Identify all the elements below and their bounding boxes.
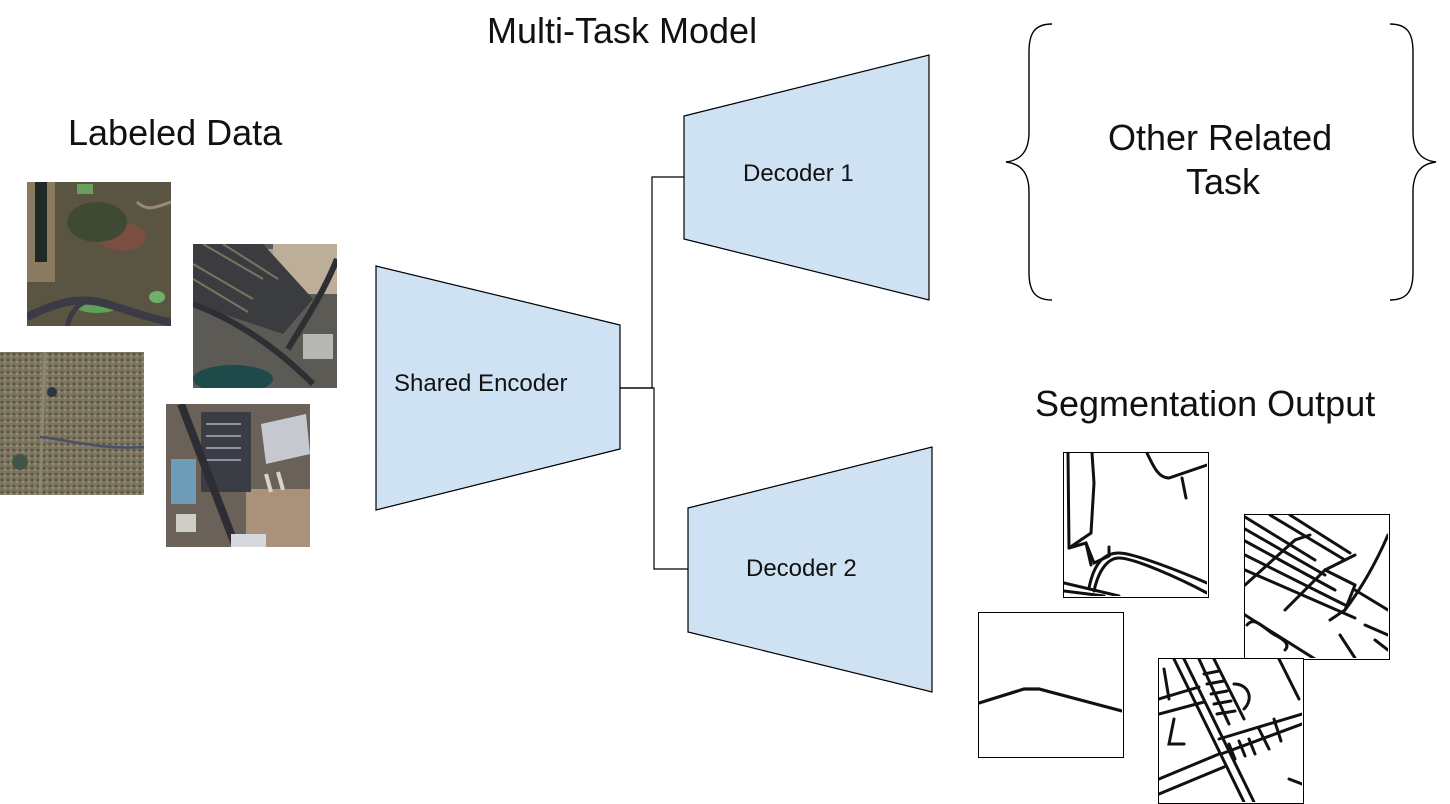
decoder-1-label: Decoder 1: [743, 160, 854, 187]
other-task-title-line1: Other Related: [1108, 117, 1333, 158]
aerial-image-farmland: [27, 182, 171, 326]
labeled-data-title: Labeled Data: [68, 112, 283, 153]
connector-encoder-to-decoder-2: [620, 387, 688, 570]
shared-encoder-block: [375, 265, 621, 511]
aerial-image-desert: [0, 352, 144, 495]
segmentation-mask-farmland: [1063, 452, 1209, 598]
segmentation-output-title: Segmentation Output: [1035, 383, 1376, 424]
segmentation-mask-desert: [978, 612, 1124, 758]
segmentation-mask-urban: [1158, 658, 1304, 804]
decoder-1-block: [683, 54, 930, 301]
left-brace-icon: [1005, 23, 1053, 301]
other-task-title-line2: Task: [1186, 161, 1261, 202]
connector-encoder-to-decoder-1: [620, 176, 684, 389]
segmentation-mask-parking: [1244, 514, 1390, 660]
shared-encoder-label: Shared Encoder: [394, 370, 568, 397]
decoder-2-label: Decoder 2: [746, 555, 857, 582]
right-brace-icon: [1389, 23, 1437, 301]
model-title: Multi-Task Model: [487, 10, 758, 51]
aerial-image-parking: [193, 244, 337, 388]
decoder-2-block: [687, 446, 933, 693]
aerial-image-urban: [166, 404, 310, 547]
